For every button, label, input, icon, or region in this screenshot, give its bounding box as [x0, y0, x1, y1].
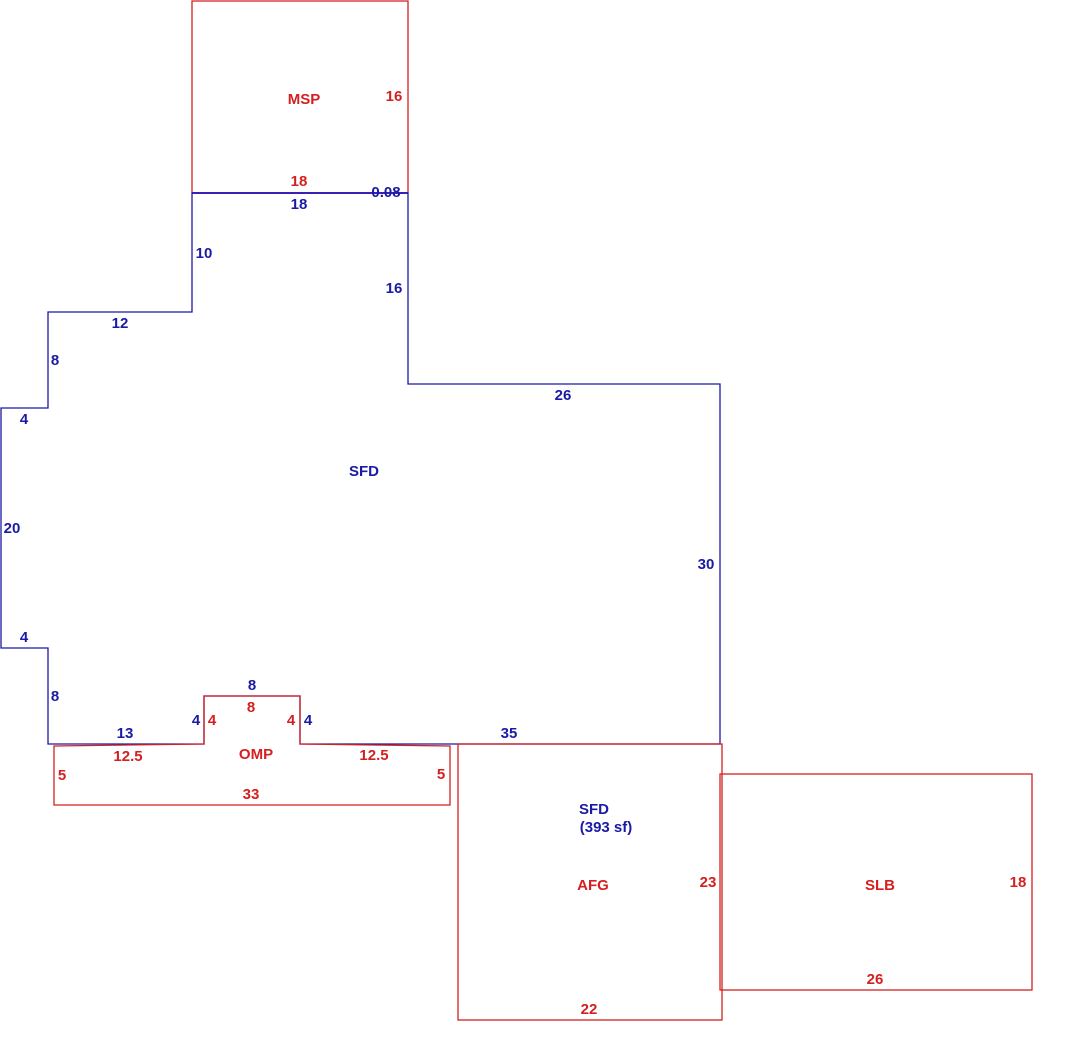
- afg-dim-right: 23: [700, 874, 717, 891]
- sfd-dim-step-out-top: 4: [20, 411, 29, 428]
- sfd-dim-left-side: 20: [4, 520, 21, 537]
- msp-dim-right: 16: [386, 88, 403, 105]
- sfd-dim-notch-top: 8: [248, 677, 256, 694]
- sfd-dim-upper-right: 16: [386, 280, 403, 297]
- omp-dim-notch-top: 8: [247, 699, 255, 716]
- omp-dim-right-side: 5: [437, 766, 445, 783]
- sfd-dim-notch-left: 4: [192, 712, 201, 729]
- sfd-dim-gap: 0.08: [371, 184, 400, 201]
- sfd-label: SFD: [349, 463, 379, 480]
- sfd-dim-top-right: 26: [555, 387, 572, 404]
- msp-outline: [191, 0, 409, 193]
- omp-dim-notch-right: 4: [287, 712, 296, 729]
- omp-dim-top-right: 12.5: [359, 747, 388, 764]
- afg-label: AFG: [577, 877, 609, 894]
- sfd-dim-upper-left: 10: [196, 245, 213, 262]
- msp-label: MSP: [288, 91, 321, 108]
- afg-sfd-area: (393 sf): [580, 819, 633, 836]
- sfd-dim-step-left: 8: [51, 352, 59, 369]
- afg-dim-bottom: 22: [581, 1001, 598, 1018]
- slb-dim-right: 18: [1010, 874, 1027, 891]
- sfd-dim-bottom-right: 35: [501, 725, 518, 742]
- afg-outline: [457, 743, 723, 1021]
- omp-outline: [53, 695, 451, 806]
- omp-label: OMP: [239, 746, 273, 763]
- omp-dim-notch-left: 4: [208, 712, 217, 729]
- slb-dim-bottom: 26: [867, 971, 884, 988]
- sfd-dim-bottom-left: 13: [117, 725, 134, 742]
- sfd-dim-top: 18: [291, 196, 308, 213]
- slb-label: SLB: [865, 877, 895, 894]
- afg-sfd-label: SFD: [579, 801, 609, 818]
- msp-dim-bottom: 18: [291, 173, 308, 190]
- sfd-dim-step-top: 12: [112, 315, 129, 332]
- omp-dim-top-left: 12.5: [113, 748, 142, 765]
- sfd-dim-notch-right: 4: [304, 712, 313, 729]
- sfd-dim-lower-left: 8: [51, 688, 59, 705]
- sfd-dim-step-out-bottom: 4: [20, 629, 29, 646]
- slb-outline: [719, 773, 1033, 991]
- sfd-dim-right-side: 30: [698, 556, 715, 573]
- omp-dim-left-side: 5: [58, 767, 66, 784]
- omp-dim-bottom: 33: [243, 786, 260, 803]
